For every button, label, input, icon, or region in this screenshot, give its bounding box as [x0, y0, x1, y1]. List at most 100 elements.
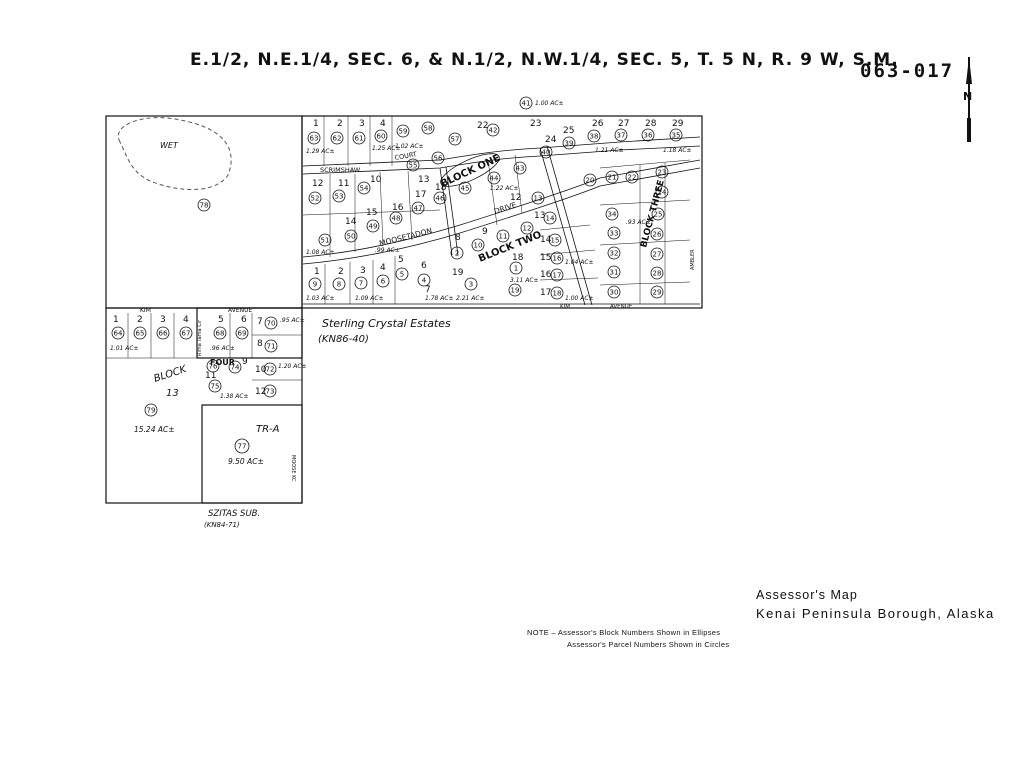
parcel-53[interactable]: 53	[332, 189, 346, 203]
parcel-74[interactable]: 74	[228, 360, 242, 374]
parcel-27[interactable]: 27	[650, 247, 664, 261]
parcel-31[interactable]: 31	[607, 265, 621, 279]
wet-label: WET	[160, 141, 179, 150]
svg-text:25: 25	[563, 126, 574, 136]
parcel-16[interactable]: 16	[550, 251, 564, 265]
legend-borough: Kenai Peninsula Borough, Alaska	[756, 606, 995, 621]
wet-area: WET	[117, 117, 232, 190]
parcel-2[interactable]: 2	[450, 246, 464, 260]
parcel-65[interactable]: 65	[133, 326, 147, 340]
parcel-17[interactable]: 17	[550, 268, 564, 282]
parcel-40[interactable]: 40	[539, 145, 553, 159]
svg-text:4: 4	[422, 277, 427, 285]
parcel-15[interactable]: 15	[548, 233, 562, 247]
parcel-69[interactable]: 69	[235, 326, 249, 340]
parcel-35[interactable]: 35	[669, 128, 683, 142]
parcel-14[interactable]: 14	[543, 211, 557, 225]
parcel-66[interactable]: 66	[156, 326, 170, 340]
parcel-46[interactable]: 46	[433, 191, 447, 205]
parcel-44[interactable]: 44	[487, 171, 501, 185]
parcel-43[interactable]: 43	[513, 161, 527, 175]
svg-text:76: 76	[209, 363, 218, 371]
parcel-54[interactable]: 54	[357, 181, 371, 195]
parcel-67[interactable]: 67	[179, 326, 193, 340]
parcel-33[interactable]: 33	[607, 226, 621, 240]
parcel-24[interactable]: 24	[655, 185, 669, 199]
svg-text:13: 13	[534, 195, 543, 203]
parcel-22[interactable]: 22	[625, 170, 639, 184]
parcel-77[interactable]: 77	[234, 438, 250, 454]
parcel-21[interactable]: 21	[605, 170, 619, 184]
parcel-75[interactable]: 75	[208, 379, 222, 393]
parcel-48[interactable]: 48	[389, 211, 403, 225]
parcel-26[interactable]: 26	[650, 227, 664, 241]
parcel-59[interactable]: 59	[396, 124, 410, 138]
parcel-58[interactable]: 58	[421, 121, 435, 135]
parcel-5[interactable]: 5	[395, 267, 409, 281]
parcel-77-acres: 9.50 AC±	[228, 457, 264, 466]
parcel-68[interactable]: 68	[213, 326, 227, 340]
parcel-29[interactable]: 29	[650, 285, 664, 299]
parcel-18[interactable]: 18	[550, 286, 564, 300]
parcel-62[interactable]: 62	[330, 131, 344, 145]
parcel-42[interactable]: 42	[486, 123, 500, 137]
parcel-38[interactable]: 38	[587, 129, 601, 143]
parcel-63[interactable]: 63	[307, 131, 321, 145]
svg-text:57: 57	[451, 136, 460, 144]
parcel-76[interactable]: 76	[206, 359, 220, 373]
parcel-6[interactable]: 6	[376, 274, 390, 288]
parcel-23[interactable]: 23	[655, 165, 669, 179]
parcel-39[interactable]: 39	[562, 136, 576, 150]
parcel-41[interactable]: 41 1.00 AC±	[519, 96, 564, 110]
parcel-34[interactable]: 34	[605, 207, 619, 221]
parcel-20[interactable]: 20	[583, 173, 597, 187]
parcel-30[interactable]: 30	[607, 285, 621, 299]
parcel-60[interactable]: 60	[374, 129, 388, 143]
parcel-56[interactable]: 56	[431, 151, 445, 165]
parcel-45[interactable]: 45	[458, 181, 472, 195]
parcel-10[interactable]: 10	[471, 238, 485, 252]
parcel-72[interactable]: 72	[263, 362, 277, 376]
parcel-57[interactable]: 57	[448, 132, 462, 146]
map-number: 063-017	[860, 60, 955, 82]
parcel-32[interactable]: 32	[607, 246, 621, 260]
parcel-71[interactable]: 71	[264, 339, 278, 353]
parcel-73[interactable]: 73	[263, 384, 277, 398]
parcel-70[interactable]: 70	[264, 316, 278, 330]
parcel-9[interactable]: 9	[308, 277, 322, 291]
parcel-3[interactable]: 3	[464, 277, 478, 291]
parcel-1[interactable]: 1	[509, 261, 523, 275]
svg-text:30: 30	[610, 289, 619, 297]
parcel-13[interactable]: 13	[531, 191, 545, 205]
parcel-37[interactable]: 37	[614, 128, 628, 142]
svg-text:2: 2	[137, 315, 143, 325]
svg-text:27: 27	[618, 119, 629, 129]
parcel-19[interactable]: 19	[508, 283, 522, 297]
parcel-36[interactable]: 36	[641, 128, 655, 142]
parcel-78[interactable]: 78	[197, 198, 211, 212]
parcel-47[interactable]: 47	[411, 201, 425, 215]
parcel-64[interactable]: 64	[111, 326, 125, 340]
svg-text:8: 8	[455, 233, 461, 243]
svg-text:54: 54	[360, 185, 369, 193]
street-moosetadon: MOOSETADON	[378, 226, 433, 248]
parcel-25[interactable]: 25	[651, 207, 665, 221]
parcel-28[interactable]: 28	[650, 266, 664, 280]
svg-text:4: 4	[380, 119, 386, 129]
parcel-49[interactable]: 49	[366, 219, 380, 233]
parcel-51[interactable]: 51	[318, 233, 332, 247]
parcel-8[interactable]: 8	[332, 277, 346, 291]
svg-text:2: 2	[337, 119, 343, 129]
parcel-4[interactable]: 4	[417, 273, 431, 287]
parcel-12[interactable]: 12	[520, 221, 534, 235]
parcel-61[interactable]: 61	[352, 131, 366, 145]
parcel-79[interactable]: 79	[144, 403, 158, 417]
parcel-52[interactable]: 52	[308, 191, 322, 205]
svg-text:11: 11	[338, 179, 349, 189]
parcel-11[interactable]: 11	[496, 229, 510, 243]
parcel-7[interactable]: 7	[354, 276, 368, 290]
svg-text:1: 1	[313, 119, 319, 129]
parcel-55[interactable]: 55	[406, 158, 420, 172]
parcel-50[interactable]: 50	[344, 229, 358, 243]
svg-text:10: 10	[474, 242, 483, 250]
